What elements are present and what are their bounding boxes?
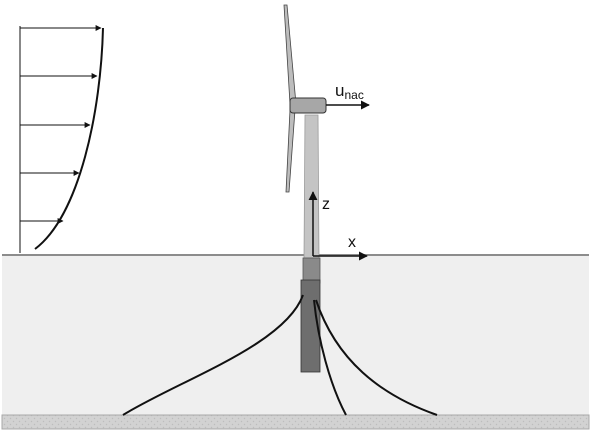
seabed: [1, 414, 590, 430]
z-axis-label: z: [322, 196, 330, 213]
coordinate-axes: z x: [308, 191, 368, 261]
x-axis-label: x: [348, 234, 356, 251]
wind-profile-curve: [34, 27, 104, 250]
sea-region: [2, 255, 589, 415]
blade-lower: [285, 109, 296, 193]
nacelle: [289, 97, 327, 114]
blade-upper: [283, 4, 297, 105]
nacelle-velocity-subscript: nac: [344, 88, 363, 102]
mooring-lines: [122, 294, 438, 416]
mooring-line-center: [313, 299, 347, 416]
nacelle-velocity-label: unac: [335, 81, 364, 102]
nacelle-velocity-symbol: u: [335, 81, 344, 100]
turbine-tower: [303, 114, 320, 259]
mooring-line-left: [122, 294, 304, 416]
wind-profile: [19, 25, 104, 253]
mooring-line-right: [315, 299, 438, 416]
transition-piece: [302, 257, 321, 284]
